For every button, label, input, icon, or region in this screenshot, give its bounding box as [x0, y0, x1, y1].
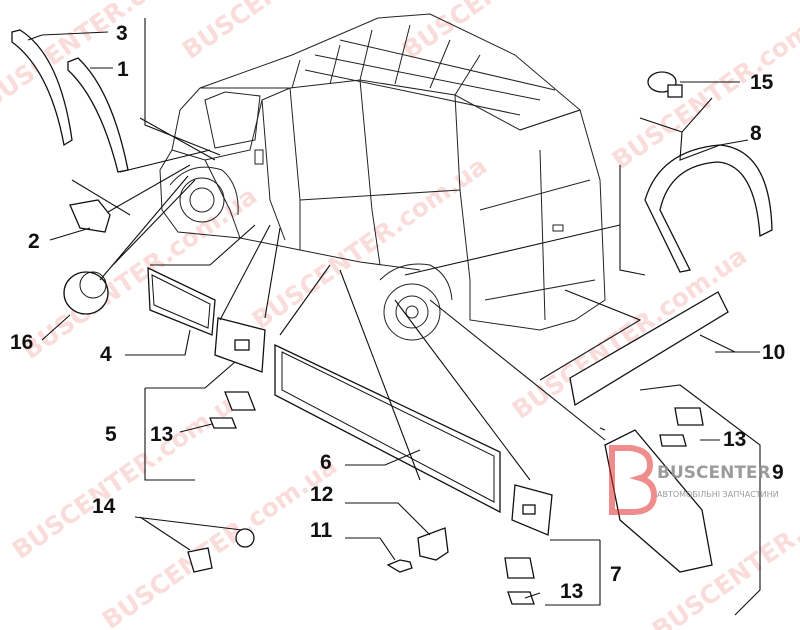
part-10-rear-moulding: [569, 291, 729, 407]
part-15-stem: [667, 84, 683, 98]
part-5-clip: [234, 339, 250, 351]
part-12-bracket: [417, 527, 449, 561]
part-16-cap-rim: [79, 271, 107, 299]
part-13-clip: [507, 591, 535, 605]
callout-3: 3: [116, 22, 128, 45]
part-8-rear-arch: [644, 144, 773, 273]
callout-13-bottom: 13: [560, 580, 583, 603]
callout-7: 7: [610, 563, 622, 586]
part-2-arch-piece: [69, 199, 111, 233]
callout-13-left: 13: [150, 423, 173, 446]
part-13-clip: [659, 434, 687, 447]
leader-lines: [27, 18, 761, 616]
part-14-clip: [235, 528, 255, 548]
part-16-cap: [63, 271, 109, 315]
callout-9: 9: [772, 461, 784, 484]
part-3-arch-trim: [11, 29, 73, 147]
callout-labels: 3 1 2 16 4 5 13 6 14 12 11 15 8 10 13 9 …: [10, 22, 785, 603]
part-4-moulding: [147, 266, 216, 336]
part-6-long-moulding: [274, 343, 501, 514]
callout-10: 10: [762, 341, 785, 364]
callout-2: 2: [28, 230, 40, 253]
part-9-corner-moulding: [604, 429, 713, 573]
buscenter-logo: BUSCENTER АВТОМОБІЛЬНІ ЗАПЧАСТИНИ: [609, 445, 779, 515]
logo-sub-text: АВТОМОБІЛЬНІ ЗАПЧАСТИНИ: [657, 490, 779, 499]
part-13-clip: [224, 391, 256, 411]
watermark-text: BUSCENTER.com.ua: [177, 0, 422, 65]
watermark-text: BUSCENTER.com.ua: [397, 0, 642, 65]
callout-16: 16: [10, 331, 33, 354]
callout-8: 8: [750, 122, 762, 145]
part-13-clip: [209, 417, 237, 429]
callout-4: 4: [100, 343, 112, 366]
callout-14: 14: [92, 495, 116, 518]
callout-1: 1: [117, 58, 129, 81]
callout-12: 12: [310, 483, 333, 506]
parts-layer: [11, 29, 773, 605]
callout-11: 11: [310, 519, 333, 542]
van-illustration: [159, 13, 606, 341]
part-11-screw: [386, 559, 413, 573]
part-13-clip: [504, 557, 535, 579]
part-13-clip: [674, 407, 704, 426]
callout-13-right: 13: [723, 428, 746, 451]
logo-main-text: BUSCENTER: [657, 463, 771, 483]
part-14-clip: [187, 547, 213, 573]
callout-6: 6: [320, 451, 332, 474]
part-7-clip: [522, 504, 536, 515]
callout-5: 5: [105, 423, 117, 446]
callout-15: 15: [750, 71, 774, 94]
